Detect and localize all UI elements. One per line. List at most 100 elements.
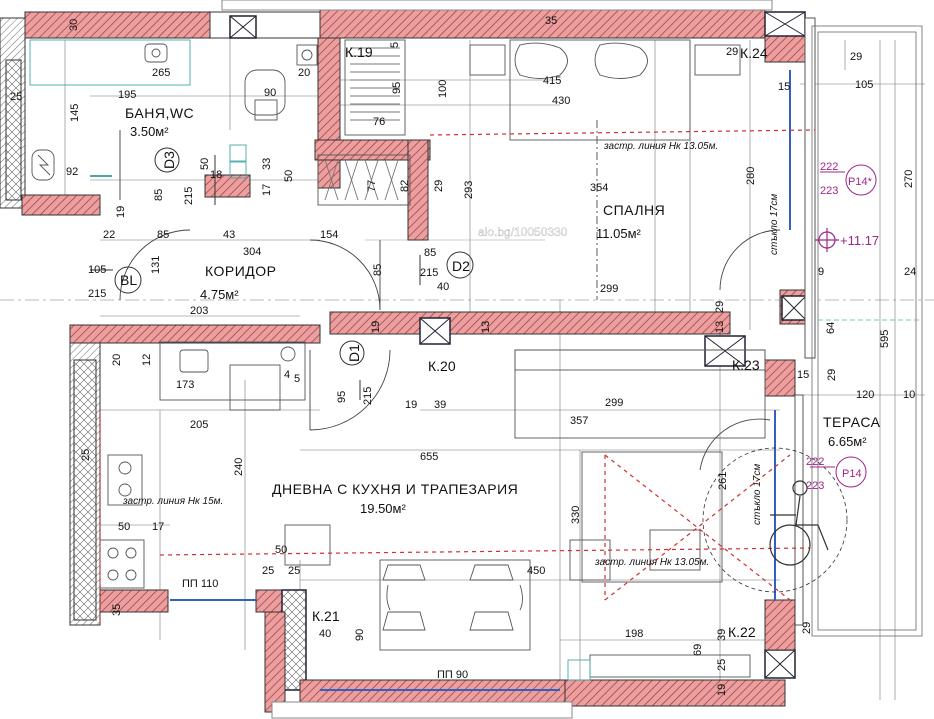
svg-text:29: 29 xyxy=(726,46,738,58)
svg-text:24: 24 xyxy=(904,266,916,278)
svg-text:19: 19 xyxy=(405,399,417,411)
terrace-name: ТЕРАСА xyxy=(823,414,881,430)
svg-text:17: 17 xyxy=(261,184,273,196)
svg-text:90: 90 xyxy=(354,629,366,641)
svg-text:77: 77 xyxy=(366,180,378,192)
svg-text:120: 120 xyxy=(856,389,874,401)
svg-text:430: 430 xyxy=(552,95,570,107)
svg-text:43: 43 xyxy=(223,229,235,241)
terrace-area: 6.65м² xyxy=(828,434,867,449)
door-bl-height: 215 xyxy=(88,288,106,300)
svg-text:280: 280 xyxy=(745,167,757,185)
door-bl-width: 105 xyxy=(88,264,106,276)
building-line-markings xyxy=(159,129,816,601)
svg-text:270: 270 xyxy=(903,170,915,188)
column-k22: К.22 xyxy=(728,624,756,640)
svg-text:50: 50 xyxy=(283,170,295,182)
corridor-name: КОРИДОР xyxy=(205,263,277,279)
svg-text:64: 64 xyxy=(825,322,837,334)
bed-building-line-note: застр. линия Нк 13.05м. xyxy=(603,141,718,152)
svg-text:330: 330 xyxy=(570,506,582,524)
door-p14b-height: 223 xyxy=(806,480,824,492)
walls xyxy=(0,0,816,719)
svg-text:10: 10 xyxy=(903,389,915,401)
svg-text:29: 29 xyxy=(850,51,862,63)
svg-text:15: 15 xyxy=(778,81,790,93)
svg-text:354: 354 xyxy=(590,182,608,194)
living-area: 19.50м² xyxy=(360,501,406,516)
svg-text:131: 131 xyxy=(150,256,162,274)
bath-area: 3.50м² xyxy=(130,124,169,139)
door-p14b-code: P14 xyxy=(842,468,862,480)
svg-text:29: 29 xyxy=(801,622,813,634)
svg-text:299: 299 xyxy=(600,283,618,295)
door-p14a-code: P14* xyxy=(848,176,873,188)
svg-text:145: 145 xyxy=(69,104,81,122)
svg-text:20: 20 xyxy=(111,354,123,366)
door-d1-code: D1 xyxy=(346,344,362,362)
svg-text:25: 25 xyxy=(80,449,92,461)
svg-text:13: 13 xyxy=(480,321,492,333)
svg-text:19: 19 xyxy=(716,684,728,696)
svg-text:39: 39 xyxy=(716,629,728,641)
svg-text:203: 203 xyxy=(190,305,208,317)
windows xyxy=(170,70,791,691)
watermark: alo.bg/10050330 xyxy=(478,225,568,239)
furniture xyxy=(29,39,766,681)
svg-text:50: 50 xyxy=(199,158,211,170)
svg-text:17: 17 xyxy=(152,521,164,533)
svg-text:39: 39 xyxy=(434,399,446,411)
svg-text:205: 205 xyxy=(190,419,208,431)
svg-text:29: 29 xyxy=(433,180,445,192)
svg-text:198: 198 xyxy=(625,628,643,640)
bedroom-area: 11.05м² xyxy=(596,226,642,241)
level-marker-icon xyxy=(815,228,839,252)
svg-text:100: 100 xyxy=(437,80,449,98)
svg-text:33: 33 xyxy=(261,158,273,170)
svg-text:304: 304 xyxy=(243,246,261,258)
window-pp90: ПП 90 xyxy=(437,669,468,681)
svg-text:261: 261 xyxy=(717,472,729,490)
svg-text:105: 105 xyxy=(855,79,873,91)
svg-text:20: 20 xyxy=(298,67,310,79)
svg-text:35: 35 xyxy=(545,15,557,27)
svg-text:4: 4 xyxy=(284,369,290,381)
svg-text:240: 240 xyxy=(233,458,245,476)
svg-text:25: 25 xyxy=(288,565,300,577)
svg-text:5: 5 xyxy=(294,373,300,385)
svg-text:25: 25 xyxy=(716,659,728,671)
svg-text:25: 25 xyxy=(262,565,274,577)
level-marker: +11.17 xyxy=(840,233,879,248)
svg-text:50: 50 xyxy=(275,544,287,556)
svg-text:19: 19 xyxy=(370,321,382,333)
svg-text:30: 30 xyxy=(68,19,80,31)
svg-text:69: 69 xyxy=(692,644,704,656)
door-d3-code: D3 xyxy=(161,151,177,169)
svg-text:18: 18 xyxy=(210,169,222,181)
wheelchair-icon xyxy=(702,447,848,593)
svg-text:154: 154 xyxy=(320,229,338,241)
svg-text:173: 173 xyxy=(176,379,194,391)
column-k20: К.20 xyxy=(428,358,456,374)
svg-text:15: 15 xyxy=(797,369,809,381)
svg-text:5: 5 xyxy=(389,42,401,48)
door-bl-code: BL xyxy=(120,272,137,288)
door-d3-height: 215 xyxy=(183,187,195,205)
svg-text:92: 92 xyxy=(66,166,78,178)
svg-text:12: 12 xyxy=(141,354,153,366)
door-d1-height: 215 xyxy=(362,387,374,405)
svg-text:35: 35 xyxy=(111,604,123,616)
svg-text:13: 13 xyxy=(714,321,726,333)
glass-note-living: стъкло 17см xyxy=(752,464,763,525)
column-k19: К.19 xyxy=(345,44,373,60)
svg-text:40: 40 xyxy=(319,628,331,640)
svg-text:29: 29 xyxy=(714,301,726,313)
column-k21: К.21 xyxy=(312,608,340,624)
svg-text:195: 195 xyxy=(118,89,136,101)
svg-text:95: 95 xyxy=(391,82,403,94)
svg-text:595: 595 xyxy=(879,330,891,348)
svg-text:9: 9 xyxy=(818,266,824,278)
svg-text:655: 655 xyxy=(420,451,438,463)
svg-text:299: 299 xyxy=(605,397,623,409)
svg-text:82: 82 xyxy=(399,180,411,192)
